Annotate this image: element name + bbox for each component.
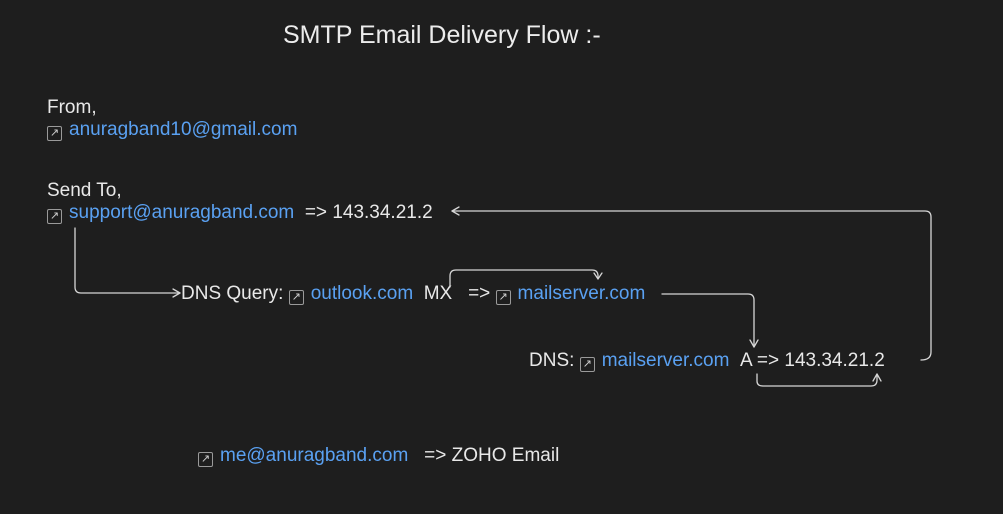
zoho-provider: ZOHO Email — [451, 445, 560, 466]
mx-server-link[interactable]: mailserver.com — [517, 283, 646, 304]
arrow-mx-loop — [449, 269, 599, 288]
send-to-arrow: => — [304, 202, 328, 223]
zoho-row: ↗ me@anuragband.com => ZOHO Email — [198, 445, 559, 467]
zoho-arrow: => — [424, 445, 447, 466]
dns-query-domain-link[interactable]: outlook.com — [310, 283, 414, 304]
arrow-send-to-dns-query — [74, 227, 181, 294]
dns-a-server-link[interactable]: mailserver.com — [601, 350, 730, 371]
dns-query-arrow: => — [468, 283, 491, 304]
dns-query-label: DNS Query: — [181, 283, 284, 304]
send-to-email-link[interactable]: support@anuragband.com — [69, 202, 295, 223]
arrowhead — [451, 206, 460, 216]
dns-a-label: DNS: — [529, 350, 575, 371]
dns-query-row: DNS Query: ↗ outlook.com MX => ↗ mailserve… — [181, 283, 645, 305]
send-to-label: Send To, — [47, 180, 122, 201]
arrowhead — [872, 373, 882, 382]
arrow-ip-return — [451, 210, 932, 361]
external-link-icon[interactable]: ↗ — [288, 290, 304, 305]
mx-record-label: MX — [423, 283, 453, 304]
external-link-icon[interactable]: ↗ — [198, 452, 213, 467]
arrow-mx-to-dns-a — [661, 293, 755, 348]
a-record-label: A — [740, 350, 752, 371]
from-email-link[interactable]: anuragband10@gmail.com — [69, 119, 298, 140]
external-link-icon[interactable]: ↗ — [495, 290, 511, 305]
arrowhead — [172, 288, 181, 298]
send-to-row: ↗ support@anuragband.com => 143.34.21.2 — [47, 202, 433, 224]
zoho-email-link[interactable]: me@anuragband.com — [220, 445, 409, 466]
from-row: ↗ anuragband10@gmail.com — [47, 119, 297, 141]
arrowhead — [593, 272, 603, 280]
diagram-title: SMTP Email Delivery Flow :- — [283, 21, 601, 49]
dns-a-arrow: => — [756, 350, 780, 371]
send-to-ip: 143.34.21.2 — [332, 202, 433, 223]
external-link-icon[interactable]: ↗ — [579, 357, 595, 372]
arrow-a-loop — [756, 373, 878, 387]
external-link-icon[interactable]: ↗ — [47, 209, 62, 224]
from-label: From, — [47, 97, 97, 118]
dns-a-ip: 143.34.21.2 — [784, 350, 885, 371]
external-link-icon[interactable]: ↗ — [47, 126, 62, 141]
arrowhead — [749, 339, 759, 348]
dns-a-row: DNS: ↗ mailserver.com A => 143.34.21.2 — [529, 350, 885, 372]
